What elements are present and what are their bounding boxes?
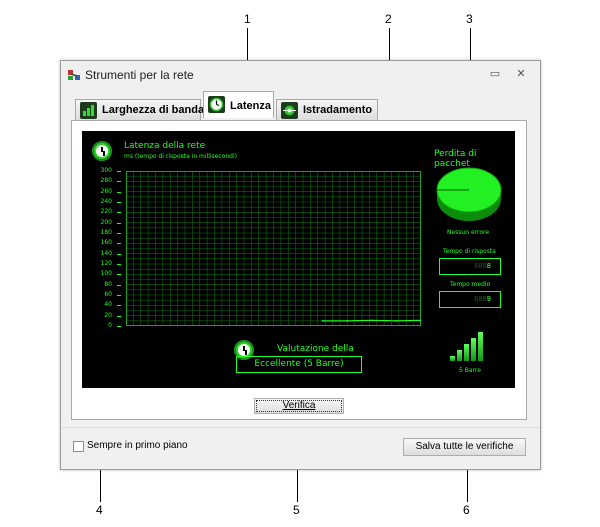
verify-button[interactable]: Verifica xyxy=(254,398,344,414)
window-title: Strumenti per la rete xyxy=(85,68,194,82)
latency-point xyxy=(321,319,324,322)
callout-4: 4 xyxy=(96,503,103,517)
latency-point xyxy=(370,319,373,322)
tab-latency-label: Latenza xyxy=(230,100,271,112)
signal-bar xyxy=(464,344,469,361)
tab-latency[interactable]: Latenza xyxy=(203,91,274,118)
y-tick-mark xyxy=(117,305,121,307)
y-tick-label: 220 xyxy=(100,208,112,216)
always-on-top-checkbox[interactable] xyxy=(73,441,84,452)
callout-line-6 xyxy=(467,455,468,502)
network-tools-icon xyxy=(68,70,80,80)
response-time-label: Tempo di risposta xyxy=(443,248,496,255)
signal-bars-label: 5 Barre xyxy=(459,367,481,374)
callout-1: 1 xyxy=(244,12,251,26)
y-tick-label: 40 xyxy=(104,301,112,309)
title-bar[interactable]: Strumenti per la rete ▭ ✕ xyxy=(61,61,540,89)
y-tick-label: 280 xyxy=(100,177,112,185)
average-time-digit: 9 xyxy=(486,295,491,303)
y-tick-mark xyxy=(117,243,121,245)
latency-point xyxy=(346,319,349,322)
minimize-button[interactable]: ▭ xyxy=(489,68,501,80)
y-tick-label: 240 xyxy=(100,198,112,205)
bandwidth-icon xyxy=(80,102,97,119)
close-button[interactable]: ✕ xyxy=(516,68,526,80)
y-tick-label: 260 xyxy=(100,187,112,195)
y-tick-mark xyxy=(117,253,121,255)
latency-panel: Latenza della rete ms (tempo di risposta… xyxy=(71,120,527,420)
y-tick-label: 0 xyxy=(108,322,112,329)
response-time-ghost: 8888 xyxy=(474,262,491,270)
y-tick-label: 20 xyxy=(104,311,112,319)
callout-5: 5 xyxy=(293,503,300,517)
y-tick-label: 300 xyxy=(100,167,112,174)
latency-point xyxy=(395,319,398,322)
save-all-button-label: Salva tutte le verifiche xyxy=(415,441,514,452)
verify-button-label: Verifica xyxy=(282,400,316,411)
y-tick-mark xyxy=(117,284,121,286)
y-tick-mark xyxy=(117,264,121,265)
y-tick-mark xyxy=(117,181,121,183)
y-tick-label: 100 xyxy=(100,270,112,278)
signal-bar xyxy=(471,338,476,361)
packet-loss-pie xyxy=(436,167,502,221)
y-tick-label: 200 xyxy=(100,218,112,226)
y-tick-mark xyxy=(117,212,121,214)
y-tick-label: 60 xyxy=(104,291,112,298)
footer-separator xyxy=(61,427,540,428)
y-tick-mark xyxy=(117,191,121,193)
y-tick-mark xyxy=(117,295,121,296)
callout-line-4 xyxy=(100,447,101,502)
packet-loss-title: Perdita di pacchet xyxy=(434,149,477,169)
packet-status: Nessun errore xyxy=(447,229,490,236)
y-tick-label: 120 xyxy=(100,260,112,267)
signal-bar xyxy=(457,350,462,361)
tab-bandwidth-label: Larghezza di banda xyxy=(102,104,205,116)
tab-routing[interactable]: Istradamento xyxy=(276,99,378,121)
tab-routing-label: Istradamento xyxy=(303,104,373,116)
routing-icon xyxy=(281,102,298,119)
y-tick-mark xyxy=(117,326,121,327)
save-all-button[interactable]: Salva tutte le verifiche xyxy=(403,438,526,456)
latency-chart xyxy=(126,171,421,326)
chart-grid xyxy=(126,171,421,326)
tab-bandwidth[interactable]: Larghezza di banda xyxy=(75,99,205,121)
y-tick-mark xyxy=(117,202,121,203)
latency-point xyxy=(420,319,421,322)
average-time-label: Tempo medio xyxy=(450,281,491,288)
y-tick-mark xyxy=(117,171,121,172)
signal-bar xyxy=(450,356,455,361)
latency-clock-icon xyxy=(92,141,112,161)
y-tick-label: 140 xyxy=(100,249,112,257)
y-tick-mark xyxy=(117,233,121,234)
callout-2: 2 xyxy=(385,12,392,26)
always-on-top-label[interactable]: Sempre in primo piano xyxy=(87,440,188,451)
chart-title: Latenza della rete xyxy=(124,141,206,151)
y-tick-mark xyxy=(117,222,121,224)
chart-subtitle: ms (tempo di risposta in millisecondi) xyxy=(124,153,237,160)
latency-display: Latenza della rete ms (tempo di risposta… xyxy=(82,131,515,388)
signal-bar xyxy=(478,332,483,361)
y-tick-label: 160 xyxy=(100,239,112,247)
y-tick-label: 180 xyxy=(100,229,112,236)
rating-clock-icon xyxy=(234,340,254,360)
average-time-ghost: 8888 xyxy=(474,295,491,303)
callout-3: 3 xyxy=(466,12,473,26)
response-time-value: 8888 8 xyxy=(439,258,501,275)
clock-icon xyxy=(208,96,225,113)
rating-value: Eccellente (5 Barre) xyxy=(236,356,362,373)
callout-6: 6 xyxy=(463,503,470,517)
network-tools-window: Strumenti per la rete ▭ ✕ Larghezza di b… xyxy=(60,60,541,470)
average-time-value: 8888 9 xyxy=(439,291,501,308)
y-tick-mark xyxy=(117,315,121,317)
chart-frame xyxy=(126,171,421,326)
signal-bars-icon xyxy=(450,331,490,361)
y-tick-mark xyxy=(117,274,121,276)
rating-label: Valutazione della xyxy=(277,344,354,354)
y-tick-label: 80 xyxy=(104,280,112,288)
response-time-digit: 8 xyxy=(486,262,491,270)
